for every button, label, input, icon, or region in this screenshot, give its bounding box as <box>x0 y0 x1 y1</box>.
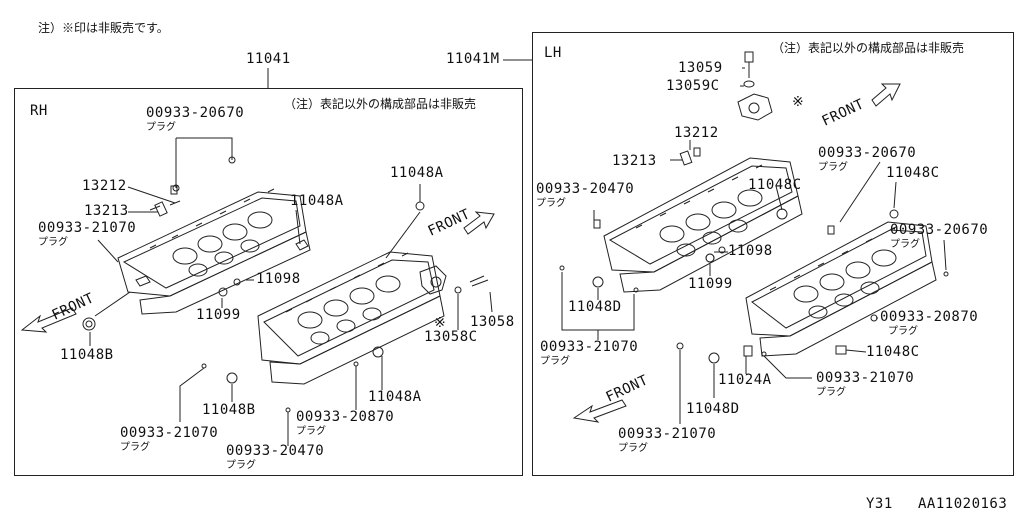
rh-label-11048A-a: 11048A <box>290 193 344 209</box>
rh-label-11048B-a: 11048B <box>60 347 114 363</box>
rh-label-11048A-b: 11048A <box>390 165 444 181</box>
rh-label-00933-21070-a: 00933-21070 <box>38 220 137 236</box>
lh-plug-label-6: プラグ <box>816 387 846 398</box>
rh-label-00933-20470: 00933-20470 <box>226 443 325 459</box>
rh-label-00933-21070-b: 00933-21070 <box>120 425 219 441</box>
rh-label-11048A-c: 11048A <box>368 389 422 405</box>
lh-mark: ※ <box>792 94 805 110</box>
rh-plug-label-1: プラグ <box>146 122 176 133</box>
lh-plug-label-5: プラグ <box>540 356 570 367</box>
rh-label-11048B-b: 11048B <box>202 402 256 418</box>
lh-lower-head-drawing <box>676 209 949 364</box>
footer-code: AA11020163 <box>918 496 1008 512</box>
lh-label-00933-21070-c: 00933-21070 <box>618 426 717 442</box>
lh-label-11048C-a: 11048C <box>748 177 802 193</box>
lh-note: （注）表記以外の構成部品は非販売 <box>772 41 965 55</box>
top-note: 注）※印は非販売です。 <box>38 21 169 35</box>
rh-plug-label-2: プラグ <box>38 237 68 248</box>
lh-label-00933-20870: 00933-20870 <box>880 309 979 325</box>
lh-label-00933-21070-a: 00933-21070 <box>540 339 639 355</box>
rh-label-11098: 11098 <box>256 271 301 287</box>
rh-label-13213: 13213 <box>84 203 129 219</box>
lh-label-11048C-c: 11048C <box>866 344 920 360</box>
rh-plug-label-5: プラグ <box>226 460 256 471</box>
footer-model: Y31 <box>866 496 893 512</box>
rh-tag: RH <box>30 103 48 119</box>
lh-tag: LH <box>544 45 562 61</box>
lh-label-13059: 13059 <box>678 60 723 76</box>
rh-mark: ※ <box>434 315 447 331</box>
rh-label-00933-20870: 00933-20870 <box>296 409 395 425</box>
lh-label-11024A: 11024A <box>718 372 772 388</box>
rh-label-13058: 13058 <box>470 314 515 330</box>
lh-label-13212: 13212 <box>674 125 719 141</box>
rh-part-number: 11041 <box>246 51 291 67</box>
lh-label-00933-20670-a: 00933-20670 <box>818 145 917 161</box>
rh-plug-label-3: プラグ <box>296 426 326 437</box>
lh-label-00933-20470: 00933-20470 <box>536 181 635 197</box>
lh-part-number: 11041M <box>446 51 500 67</box>
lh-panel <box>532 32 1014 476</box>
lh-upper-head-drawing <box>559 147 803 293</box>
lh-label-11048C-b: 11048C <box>886 165 940 181</box>
lh-plug-label-4: プラグ <box>888 326 918 337</box>
lh-bolt-drawing <box>737 51 773 121</box>
rh-label-13058C: 13058C <box>424 329 478 345</box>
lh-plug-label-7: プラグ <box>618 443 648 454</box>
rh-panel <box>14 88 523 476</box>
lh-label-11098: 11098 <box>728 243 773 259</box>
rh-note: （注）表記以外の構成部品は非販売 <box>284 97 477 111</box>
lh-plug-label-1: プラグ <box>818 162 848 173</box>
lh-label-00933-21070-b: 00933-21070 <box>816 370 915 386</box>
lh-plug-label-2: プラグ <box>536 198 566 209</box>
lh-label-13059C: 13059C <box>666 78 720 94</box>
rh-plug-label-4: プラグ <box>120 442 150 453</box>
rh-label-13212: 13212 <box>82 178 127 194</box>
rh-label-11099: 11099 <box>196 307 241 323</box>
lh-label-11099: 11099 <box>688 276 733 292</box>
lh-label-11048D-b: 11048D <box>686 401 740 417</box>
lh-label-11048D-a: 11048D <box>568 299 622 315</box>
lh-plug-label-3: プラグ <box>890 239 920 250</box>
lh-label-00933-20670-b: 00933-20670 <box>890 222 989 238</box>
rh-label-00933-20670: 00933-20670 <box>146 105 245 121</box>
lh-label-13213: 13213 <box>612 153 657 169</box>
